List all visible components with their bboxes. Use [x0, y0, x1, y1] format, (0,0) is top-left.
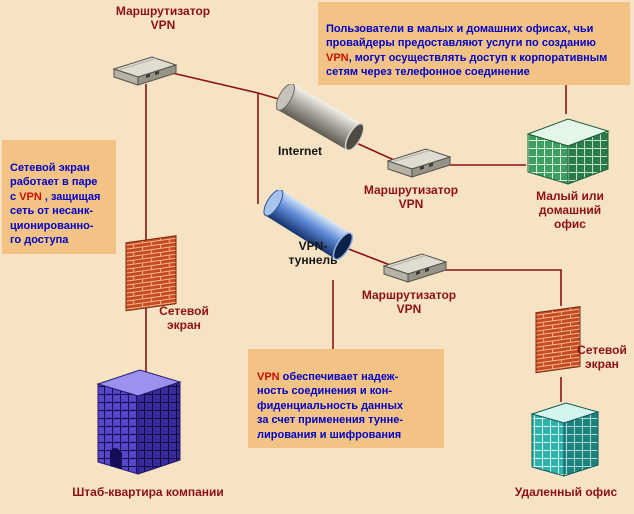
headquarters-label: Штаб-квартира компании [72, 485, 224, 499]
router-right-label: Маршрутизатор VPN [363, 183, 459, 212]
connector-router-firewall-right [444, 269, 562, 306]
vpn-tunnel-cylinder [262, 189, 357, 261]
callout-text: Пользователи в малых и домашних офисах, … [326, 22, 596, 50]
internet-pipe-icon [275, 83, 365, 152]
callout-vpn-highlight: VPN [326, 51, 349, 64]
vpn-router-top-device [112, 54, 178, 90]
callout-text: , защищая сеть от несанк- ционированно- … [10, 190, 101, 247]
headquarters-building-icon [96, 369, 182, 475]
firewall-right-device [534, 304, 582, 376]
brick-wall-icon [125, 235, 177, 312]
firewall-left-label: Сетевой экран [159, 304, 209, 333]
internet-cylinder [275, 83, 365, 152]
small-office-label: Малый или домашний офис [536, 189, 604, 232]
callout-vpn-highlight: VPN [19, 190, 42, 203]
vpn-router-right-device [386, 146, 452, 182]
firewall-left-device [124, 234, 178, 314]
callout-text: Сетевой экран работает в паре с [10, 161, 98, 203]
vpn-tunnel-pipe-icon [263, 189, 354, 261]
callout-text: , могут осуществлять доступ к корпоратив… [326, 51, 608, 79]
router-icon [382, 253, 448, 283]
connector-tunnel-router-lower [345, 247, 391, 266]
office-building-icon [526, 118, 610, 185]
callout-text: обеспечивает надеж- ность соединения и к… [257, 370, 404, 441]
router-icon [112, 56, 178, 86]
remote-office-label: Удаленный офис [514, 485, 618, 499]
callout-vpn-highlight: VPN [257, 370, 280, 383]
firewall-right-label: Сетевой экран [577, 343, 627, 372]
brick-wall-icon [535, 305, 581, 374]
connector-internet-router-right [351, 140, 395, 161]
internet-label: Internet [277, 144, 322, 158]
small-office-building [520, 108, 615, 188]
vpn-tunnel-label: VPN- туннель [288, 239, 338, 268]
callout-firewall-role: Сетевой экран работает в паре с VPN , за… [2, 140, 116, 254]
remote-office-building [526, 394, 604, 484]
remote-office-building-icon [530, 402, 600, 477]
router-lower-label: Маршрутизатор VPN [361, 288, 457, 317]
router-top-label: Маршрутизатор VPN [115, 4, 211, 33]
entrance-arch [110, 447, 122, 469]
headquarters-building [88, 362, 188, 482]
router-icon [386, 148, 452, 178]
callout-dialup-users: Пользователи в малых и домашних офисах, … [318, 2, 630, 85]
vpn-router-lower-device [382, 251, 448, 287]
callout-vpn-security: VPN обеспечивает надеж- ность соединения… [248, 349, 444, 449]
